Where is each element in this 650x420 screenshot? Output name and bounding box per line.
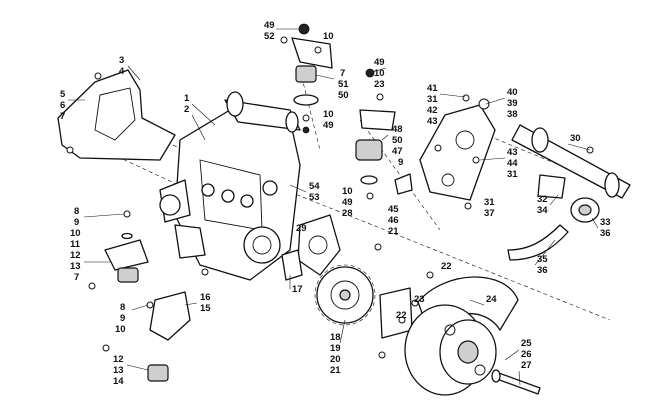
callout-c11: 11 — [70, 239, 81, 250]
callout-c22a: 22 — [441, 261, 452, 272]
callout-c12b: 12 — [113, 354, 124, 365]
callout-c2: 2 — [184, 104, 189, 115]
callout-c22b: 22 — [396, 310, 407, 321]
callout-c7b: 7 — [74, 272, 79, 283]
callout-c50b: 50 — [392, 135, 403, 146]
callout-c7c: 7 — [340, 68, 345, 79]
right-mount — [355, 68, 396, 200]
callout-c47: 47 — [392, 146, 403, 157]
engine-block — [159, 91, 301, 281]
callout-c20: 20 — [330, 354, 341, 365]
drive-clutch — [404, 276, 519, 396]
callout-c9c: 9 — [398, 157, 403, 168]
pivot-bracket — [394, 94, 496, 210]
callout-c36b: 36 — [537, 265, 548, 276]
lower-mount — [88, 210, 149, 290]
callout-c43b: 43 — [507, 147, 518, 158]
flywheel — [314, 264, 376, 326]
upper-mount — [280, 23, 333, 134]
callout-c49a: 49 — [264, 20, 275, 31]
callout-c32: 32 — [537, 194, 548, 205]
callout-c17: 17 — [292, 284, 303, 295]
callout-c51: 51 — [338, 79, 349, 90]
callout-c39: 39 — [507, 98, 518, 109]
callout-c12a: 12 — [70, 250, 81, 261]
callout-c18: 18 — [330, 332, 341, 343]
callout-c37: 37 — [484, 208, 495, 219]
callout-c30: 30 — [570, 133, 581, 144]
clutch-bolt — [491, 369, 541, 395]
callout-c49b: 49 — [374, 57, 385, 68]
callout-c49d: 49 — [342, 197, 353, 208]
callout-c13b: 13 — [113, 365, 124, 376]
callout-c33: 33 — [600, 217, 611, 228]
callout-c10d: 10 — [374, 68, 385, 79]
callout-c53: 53 — [309, 192, 320, 203]
leader-lines — [68, 28, 599, 386]
callout-c42: 42 — [427, 105, 438, 116]
callout-c27: 27 — [521, 360, 532, 371]
callout-c21b: 21 — [330, 365, 341, 376]
callout-c19: 19 — [330, 343, 341, 354]
callout-c10c: 10 — [323, 31, 334, 42]
callout-c7a: 7 — [60, 111, 65, 122]
callout-c31a: 31 — [427, 94, 438, 105]
callout-c4: 4 — [119, 66, 125, 77]
callout-c1: 1 — [184, 93, 190, 104]
callout-c5: 5 — [60, 89, 66, 100]
callout-c16: 16 — [200, 292, 211, 303]
hose — [507, 224, 569, 261]
drive-shaft — [511, 124, 631, 199]
callout-c15: 15 — [200, 303, 211, 314]
callout-c3: 3 — [119, 55, 124, 66]
callout-c10e: 10 — [323, 109, 334, 120]
callout-c6: 6 — [60, 100, 65, 111]
foot-mount — [102, 268, 209, 382]
callout-c34: 34 — [537, 205, 548, 216]
callout-c8b: 8 — [120, 302, 125, 313]
callout-c14: 14 — [113, 376, 124, 387]
callout-c46: 46 — [388, 215, 399, 226]
callout-c23a: 23 — [374, 79, 385, 90]
callout-c49c: 49 — [323, 120, 334, 131]
callout-c52: 52 — [264, 31, 275, 42]
callout-c45: 45 — [388, 204, 399, 215]
cover-plate — [281, 214, 382, 281]
callout-c36a: 36 — [600, 228, 611, 239]
callout-c31b: 31 — [507, 169, 518, 180]
callout-c25: 25 — [521, 338, 532, 349]
callout-c10f: 10 — [342, 186, 353, 197]
callout-c9a: 9 — [74, 217, 79, 228]
callout-c26: 26 — [521, 349, 532, 360]
callout-c41: 41 — [427, 83, 438, 94]
clamp-boot — [537, 174, 600, 223]
callout-c28: 28 — [342, 208, 353, 219]
callout-c13a: 13 — [70, 261, 81, 272]
callout-c48: 48 — [392, 124, 403, 135]
callout-c10b: 10 — [115, 324, 126, 335]
callout-c50a: 50 — [338, 90, 349, 101]
callout-c44: 44 — [507, 158, 518, 169]
callout-c10a: 10 — [70, 228, 81, 239]
callout-c40: 40 — [507, 87, 518, 98]
callout-c31c: 31 — [484, 197, 495, 208]
cover-panel — [57, 69, 176, 161]
callout-c21a: 21 — [388, 226, 399, 237]
callout-c8a: 8 — [74, 206, 79, 217]
callout-c38: 38 — [507, 109, 518, 120]
callout-c35: 35 — [537, 254, 548, 265]
callout-c54: 54 — [309, 181, 320, 192]
callout-c29: 29 — [296, 223, 307, 234]
callout-c23b: 23 — [414, 294, 425, 305]
callout-c43a: 43 — [427, 116, 438, 127]
callout-c24: 24 — [486, 294, 497, 305]
callout-c9b: 9 — [120, 313, 125, 324]
